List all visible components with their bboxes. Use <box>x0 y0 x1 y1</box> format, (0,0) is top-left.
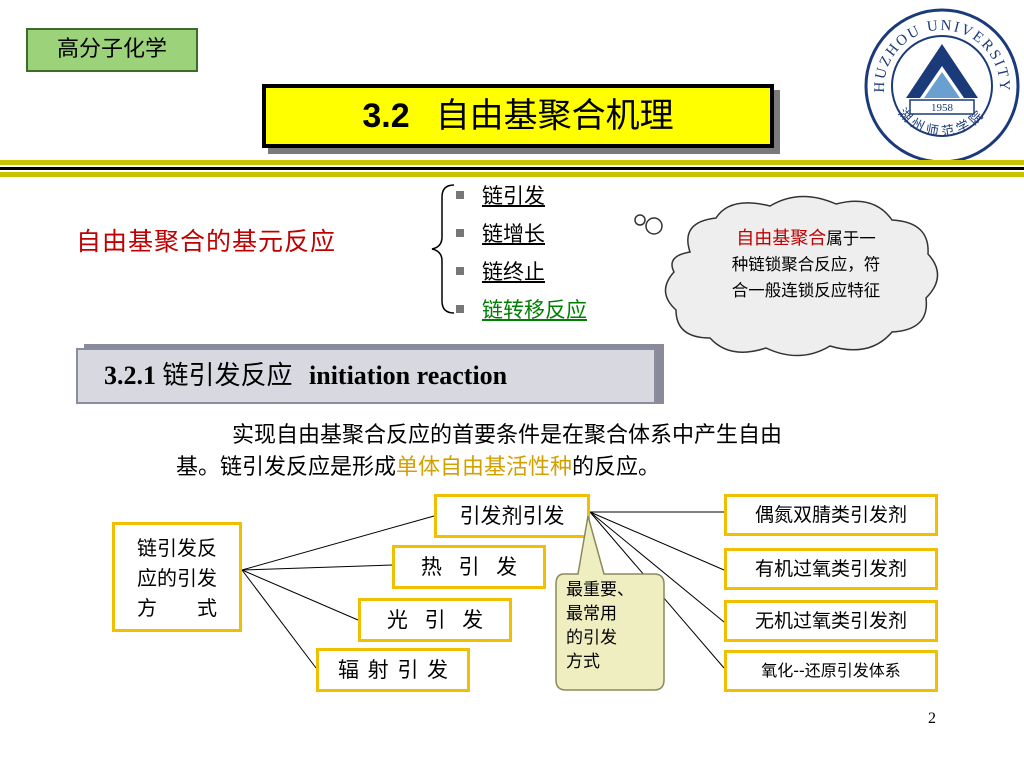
divider-stripe <box>0 160 1024 165</box>
initiator-redox: 氧化--还原引发体系 <box>724 650 938 692</box>
title-number: 3.2 <box>362 97 410 135</box>
divider-line <box>0 167 1024 170</box>
callout-bubble-shape <box>555 515 665 691</box>
square-bullet-icon <box>456 304 464 313</box>
initiator-organic-peroxide: 有机过氧类引发剂 <box>724 548 938 590</box>
initiator-azo: 偶氮双腈类引发剂 <box>724 494 938 536</box>
square-bullet-icon <box>456 190 464 199</box>
initiator-inorganic-peroxide: 无机过氧类引发剂 <box>724 600 938 642</box>
subsection-header: 3.2.1 链引发反应 initiation reaction <box>76 348 656 404</box>
logo-roof-shape <box>906 44 978 98</box>
square-bullet-icon <box>456 266 464 275</box>
square-bullet-icon <box>456 228 464 237</box>
cloud-callout-shape <box>634 195 939 357</box>
logo-inner-shape <box>924 72 960 98</box>
method-thermal: 热 引 发 <box>392 545 546 589</box>
page-number: 2 <box>928 710 936 727</box>
list-item: 链终止 <box>456 256 545 286</box>
list-item: 链增长 <box>456 218 545 248</box>
university-logo: HUZHOU UNIVERSITY 湖州师范学院 1958 <box>864 8 1020 164</box>
initiation-methods-box: 链引发反 应的引发 方 式 <box>112 522 242 632</box>
slide-title: 3.2 自由基聚合机理 <box>262 84 774 148</box>
title-text: 自由基聚合机理 <box>435 96 674 136</box>
highlighted-term: 单体自由基活性种 <box>396 455 573 480</box>
method-photo: 光 引 发 <box>358 598 512 642</box>
course-tag: 高分子化学 <box>26 28 198 72</box>
list-item: 链转移反应 <box>456 294 587 324</box>
divider-stripe <box>0 172 1024 177</box>
cloud-callout-text: 自由基聚合属于一 种链锁聚合反应，符 合一般连锁反应特征 <box>731 228 881 300</box>
cloud-highlight: 自由基聚合 <box>736 228 827 249</box>
logo-year: 1958 <box>931 102 954 114</box>
list-item: 链引发 <box>456 180 545 210</box>
method-radiation: 辐 射 引 发 <box>316 648 470 692</box>
intro-paragraph: 实现自由基聚合反应的首要条件是在聚合体系中产生自由 基。链引发反应是形成单体自由… <box>176 423 783 480</box>
brace-icon <box>431 184 455 314</box>
callout-text: 最重要、 最常用 的引发 方式 <box>566 580 634 672</box>
base-reactions-label: 自由基聚合的基元反应 <box>76 227 337 256</box>
